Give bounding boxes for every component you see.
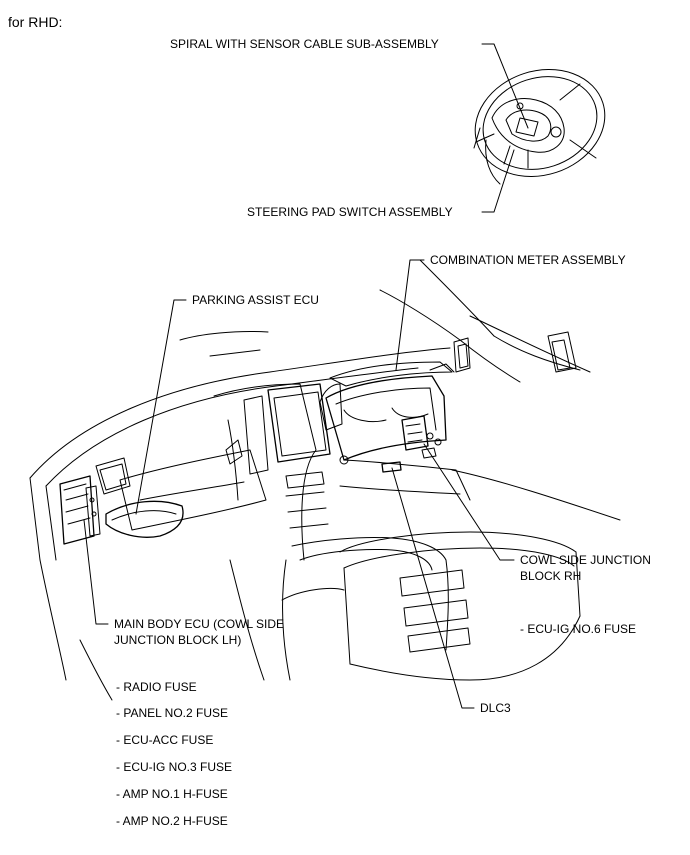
lh-fuse-item: - ECU-IG NO.3 FUSE: [116, 760, 233, 774]
rh-fuse-item: - ECU-IG NO.6 FUSE: [520, 622, 637, 636]
label-cowl-side-rh-line1: COWL SIDE JUNCTION: [520, 553, 651, 567]
label-spiral-cable: SPIRAL WITH SENSOR CABLE SUB-ASSEMBLY: [170, 37, 439, 51]
lh-fuse-item: - ECU-ACC FUSE: [116, 733, 214, 747]
label-cowl-side-rh-line2: BLOCK RH: [520, 569, 582, 583]
lh-fuse-item: - RADIO FUSE: [116, 680, 197, 694]
lh-fuse-item: - AMP NO.2 H-FUSE: [116, 814, 228, 828]
label-combination-meter: COMBINATION METER ASSEMBLY: [430, 253, 626, 267]
label-main-body-ecu-line1: MAIN BODY ECU (COWL SIDE: [114, 617, 285, 631]
steering-wheel-illustration: [473, 69, 606, 185]
page-heading: for RHD:: [8, 14, 63, 30]
lh-fuse-item: - AMP NO.1 H-FUSE: [116, 787, 228, 801]
dashboard-illustration: [29, 259, 621, 701]
label-steering-pad-switch: STEERING PAD SWITCH ASSEMBLY: [247, 205, 453, 219]
label-main-body-ecu-line2: JUNCTION BLOCK LH): [114, 633, 242, 647]
lh-fuse-item: - PANEL NO.2 FUSE: [116, 706, 229, 720]
leader-lines: [83, 43, 529, 709]
label-dlc3: DLC3: [480, 701, 511, 715]
label-parking-assist-ecu: PARKING ASSIST ECU: [192, 293, 319, 307]
